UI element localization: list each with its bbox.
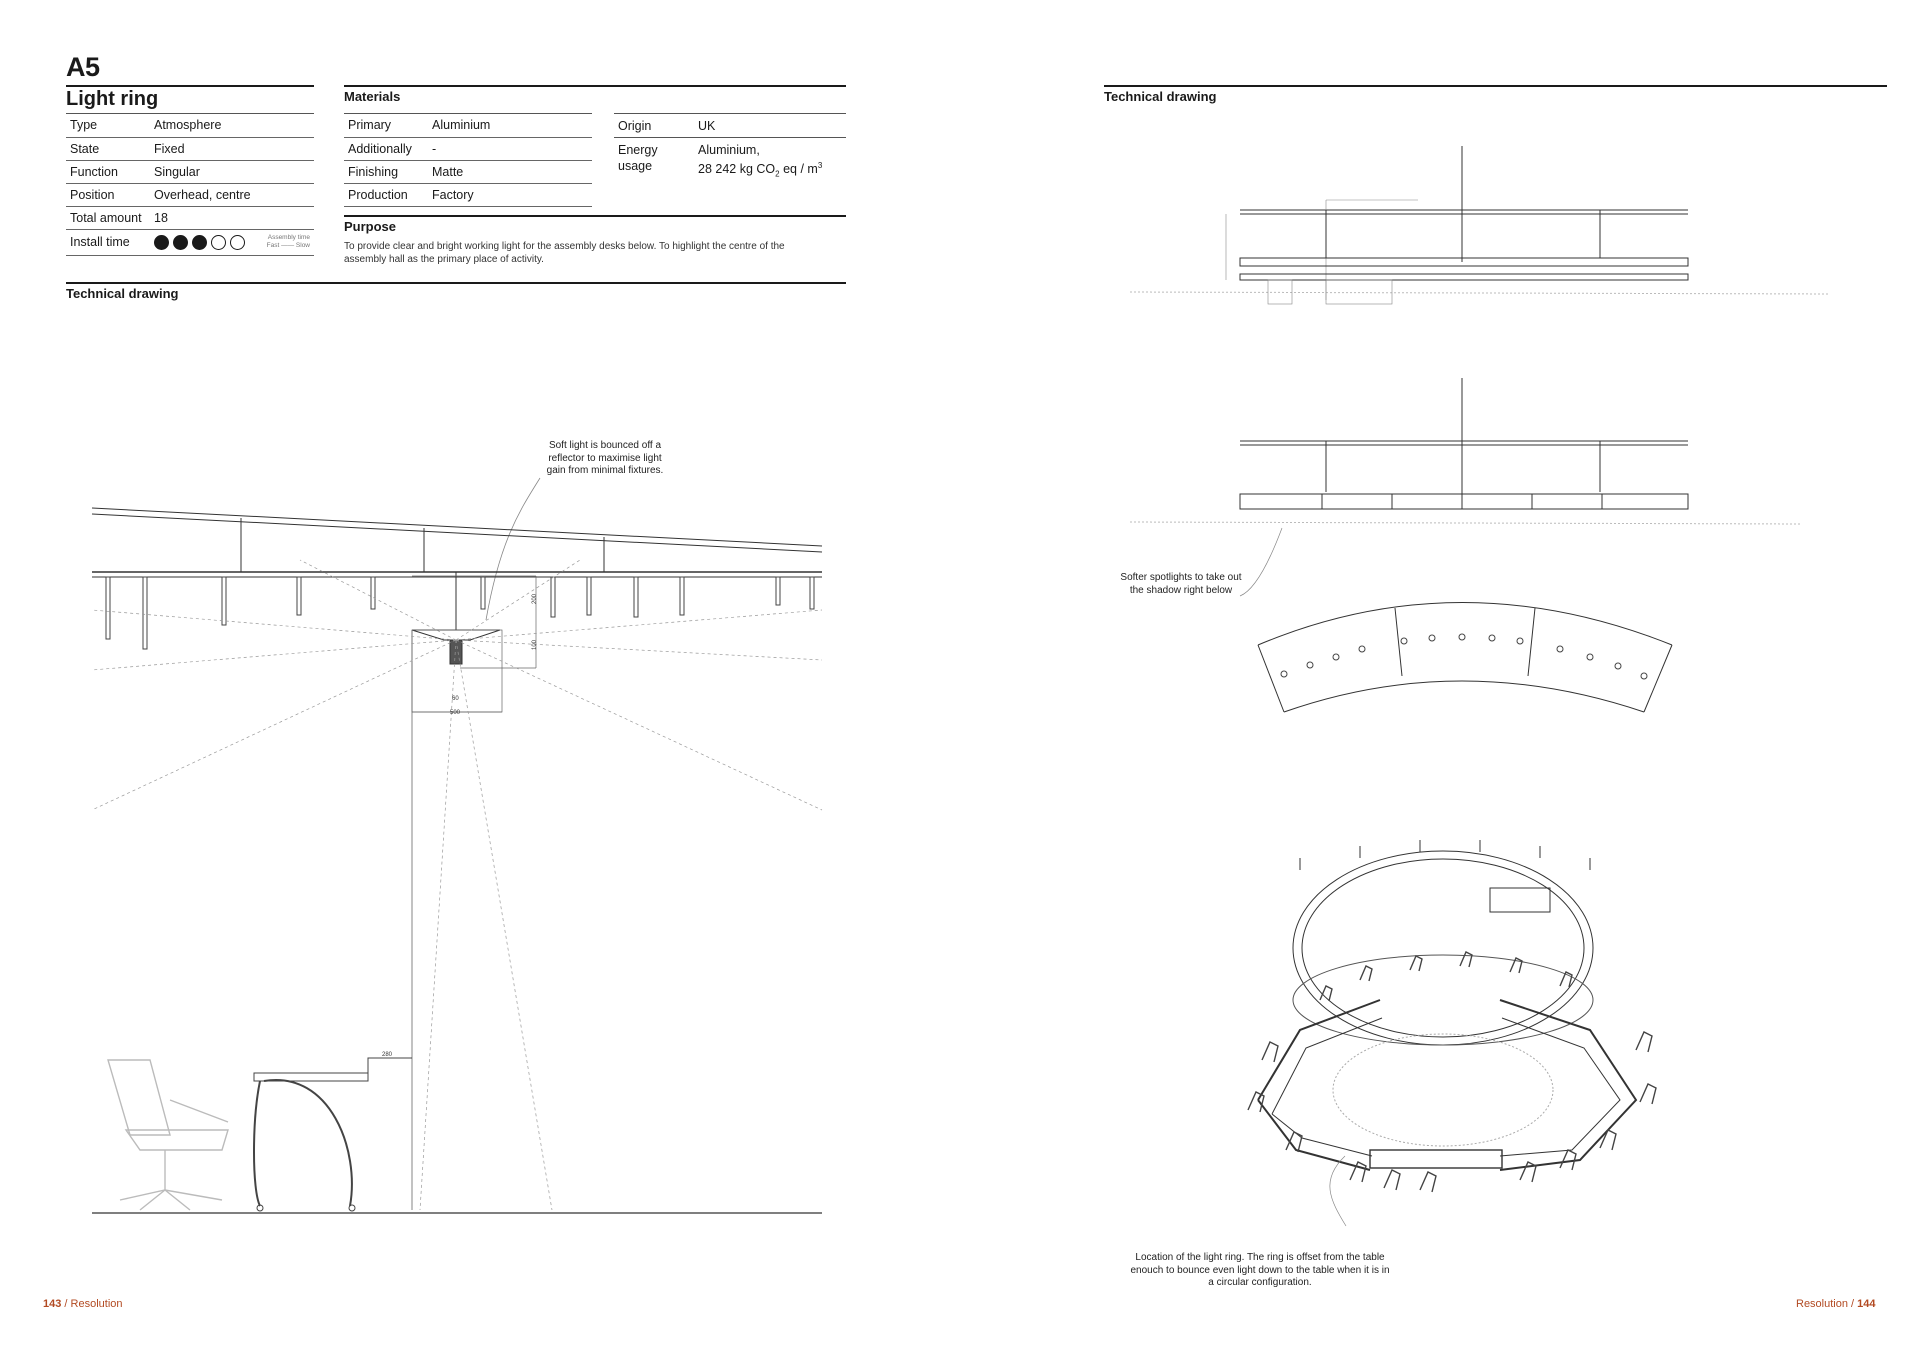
- rating-dot-filled: [173, 234, 188, 250]
- elevation-middle: [1129, 378, 1801, 525]
- rating-dot-empty: [211, 234, 226, 250]
- dim-100: 100: [532, 639, 538, 650]
- purpose-rule: [344, 215, 846, 217]
- desk: [253, 1057, 412, 1212]
- origin-label: Origin: [618, 119, 652, 133]
- purpose-heading: Purpose: [344, 219, 397, 234]
- origin-bottom-rule: [614, 137, 846, 138]
- item-code: A5: [66, 52, 100, 82]
- materials-rule: [344, 85, 846, 87]
- dim-200: 200: [532, 593, 538, 604]
- material-row: Additionally-: [344, 137, 592, 161]
- tech-heading-right: Technical drawing: [1104, 89, 1217, 104]
- materials-top-rule: [344, 113, 592, 114]
- tech-heading-left: Technical drawing: [66, 286, 179, 301]
- ring-segment-plan: [1257, 602, 1673, 713]
- location-note: Location of the light ring. The ring is …: [1130, 1252, 1390, 1288]
- rating-dot-empty: [230, 234, 245, 250]
- elevation-top: [1129, 146, 1831, 305]
- top-rail-2: [91, 513, 823, 553]
- top-rail-1: [91, 507, 823, 547]
- light-spread: [91, 559, 823, 1211]
- dim-60: 60: [452, 696, 459, 702]
- dim-280: 280: [382, 1052, 393, 1058]
- footer-left: 143 / Resolution: [43, 1298, 123, 1310]
- reflector-leader: [485, 477, 541, 621]
- title-rule: [66, 85, 314, 87]
- footer-right: Resolution / 144: [1796, 1298, 1876, 1310]
- plan-spotlights: [1280, 633, 1648, 680]
- dim-500: 500: [450, 710, 461, 716]
- spec-top-rule: [66, 113, 314, 114]
- isometric-ring-assembly: [1247, 840, 1657, 1193]
- energy-value: Aluminium, 28 242 kg CO2 eq / m3: [698, 143, 823, 179]
- tech-rule-left: [66, 282, 846, 284]
- rating-dot-filled: [192, 234, 207, 250]
- origin-top-rule: [614, 113, 846, 114]
- chair: [107, 1059, 229, 1211]
- origin-value: UK: [698, 119, 716, 133]
- purpose-text: To provide clear and bright working ligh…: [344, 241, 785, 265]
- tech-rule-right: [1104, 85, 1887, 87]
- install-time-rating: [154, 234, 245, 250]
- materials-heading: Materials: [344, 89, 401, 104]
- spotlights: [105, 576, 815, 650]
- rating-dot-filled: [154, 234, 169, 250]
- item-title: Light ring: [66, 88, 159, 110]
- desk-chairs: [1247, 951, 1657, 1193]
